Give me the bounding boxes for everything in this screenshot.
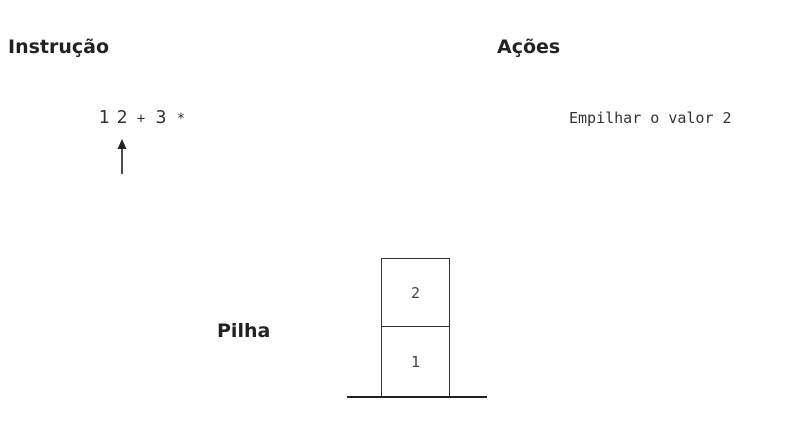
instruction-tokens: 1 2 + 3 * [94, 108, 192, 129]
stack-label: Pilha [217, 320, 271, 342]
token-1: 1 [98, 107, 110, 128]
stack-column: 2 1 [381, 258, 451, 397]
token-multiply: * [176, 111, 186, 127]
token-plus: + [136, 111, 146, 127]
pointer-arrow-icon [117, 139, 127, 174]
stack-cell-bottom: 1 [381, 327, 450, 397]
actions-heading: Ações [497, 36, 561, 58]
action-description: Empilhar o valor 2 [569, 109, 732, 127]
stack-cell-top: 2 [381, 258, 450, 327]
token-3: 3 [155, 107, 167, 128]
stack-base-line [347, 396, 487, 398]
token-2: 2 [116, 107, 128, 128]
instruction-heading: Instrução [8, 36, 110, 58]
